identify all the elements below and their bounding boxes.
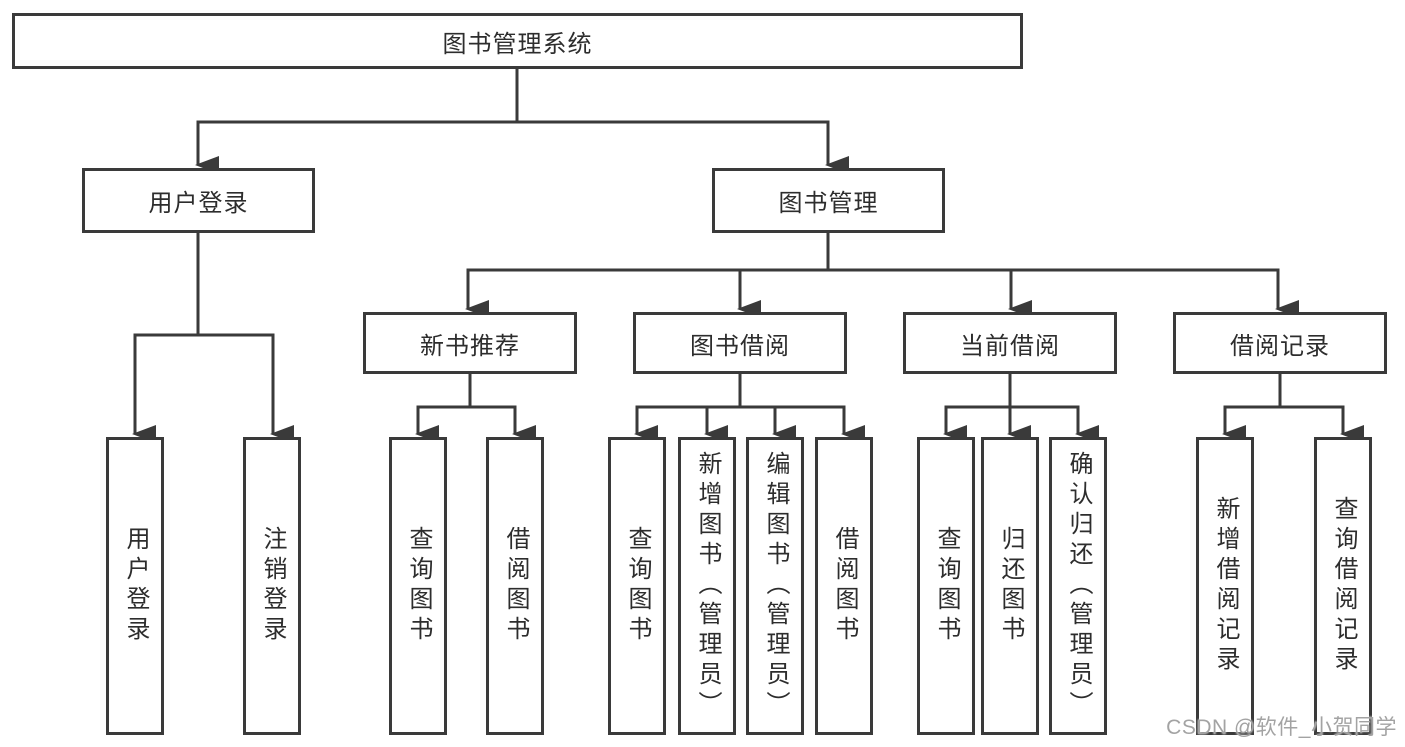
leaf-recommend-borrow-books-label: 借阅图书 [502, 526, 529, 646]
leaf-query-borrow-record: 查询借阅记录 [1314, 437, 1372, 735]
node-borrow-records-label: 借阅记录 [1230, 332, 1330, 360]
leaf-borrow-query-books-label: 查询图书 [624, 526, 651, 646]
leaf-edit-books-admin-label: 编辑图书（管理员） [762, 451, 789, 721]
leaf-add-borrow-record-label: 新增借阅记录 [1212, 496, 1239, 676]
node-user-login-branch: 用户登录 [82, 168, 315, 233]
leaf-confirm-return-admin-label: 确认归还（管理员） [1065, 451, 1092, 721]
node-user-login-branch-label: 用户登录 [148, 190, 249, 217]
node-new-book-recommend: 新书推荐 [363, 312, 577, 374]
leaf-logout-label: 注销登录 [259, 526, 286, 646]
leaf-recommend-query-books: 查询图书 [389, 437, 447, 735]
node-current-borrow-label: 当前借阅 [960, 332, 1060, 360]
leaf-recommend-query-books-label: 查询图书 [405, 526, 432, 646]
node-book-borrow: 图书借阅 [633, 312, 847, 374]
leaf-confirm-return-admin: 确认归还（管理员） [1049, 437, 1107, 735]
leaf-user-login-label: 用户登录 [122, 526, 149, 646]
leaf-current-query-books: 查询图书 [917, 437, 975, 735]
leaf-return-books-label: 归还图书 [997, 526, 1024, 646]
leaf-borrow-query-books: 查询图书 [608, 437, 666, 735]
leaf-recommend-borrow-books: 借阅图书 [486, 437, 544, 735]
node-new-book-recommend-label: 新书推荐 [420, 332, 520, 360]
node-book-management-branch-label: 图书管理 [778, 190, 879, 217]
leaf-add-books-admin-label: 新增图书（管理员） [694, 451, 721, 721]
node-current-borrow: 当前借阅 [903, 312, 1117, 374]
leaf-borrow-books-label: 借阅图书 [831, 526, 858, 646]
leaf-edit-books-admin: 编辑图书（管理员） [746, 437, 804, 735]
node-book-borrow-label: 图书借阅 [690, 332, 790, 360]
leaf-borrow-books: 借阅图书 [815, 437, 873, 735]
leaf-user-login: 用户登录 [106, 437, 164, 735]
leaf-add-borrow-record: 新增借阅记录 [1196, 437, 1254, 735]
node-book-management-branch: 图书管理 [712, 168, 945, 233]
leaf-return-books: 归还图书 [981, 437, 1039, 735]
node-root: 图书管理系统 [12, 13, 1023, 69]
csdn-watermark: CSDN @软件_小贺同学 [1166, 716, 1397, 739]
leaf-current-query-books-label: 查询图书 [933, 526, 960, 646]
leaf-add-books-admin: 新增图书（管理员） [678, 437, 736, 735]
node-root-label: 图书管理系统 [442, 30, 593, 58]
leaf-logout: 注销登录 [243, 437, 301, 735]
node-borrow-records: 借阅记录 [1173, 312, 1387, 374]
leaf-query-borrow-record-label: 查询借阅记录 [1330, 496, 1357, 676]
